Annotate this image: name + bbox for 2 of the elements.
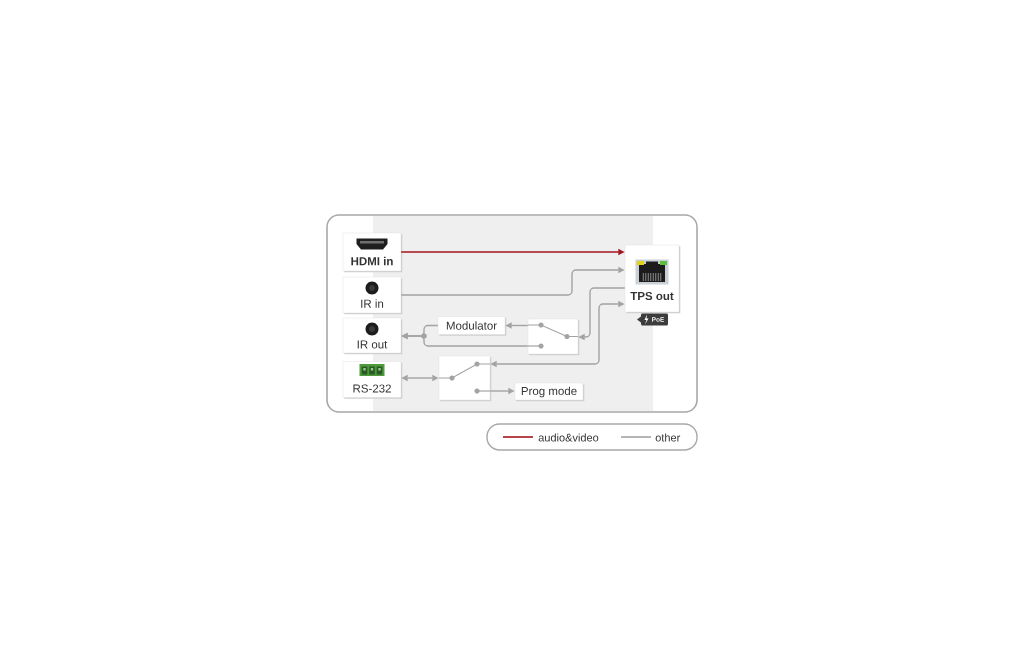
legend-label: other (655, 433, 681, 442)
legend-label: audio&video (538, 433, 599, 442)
